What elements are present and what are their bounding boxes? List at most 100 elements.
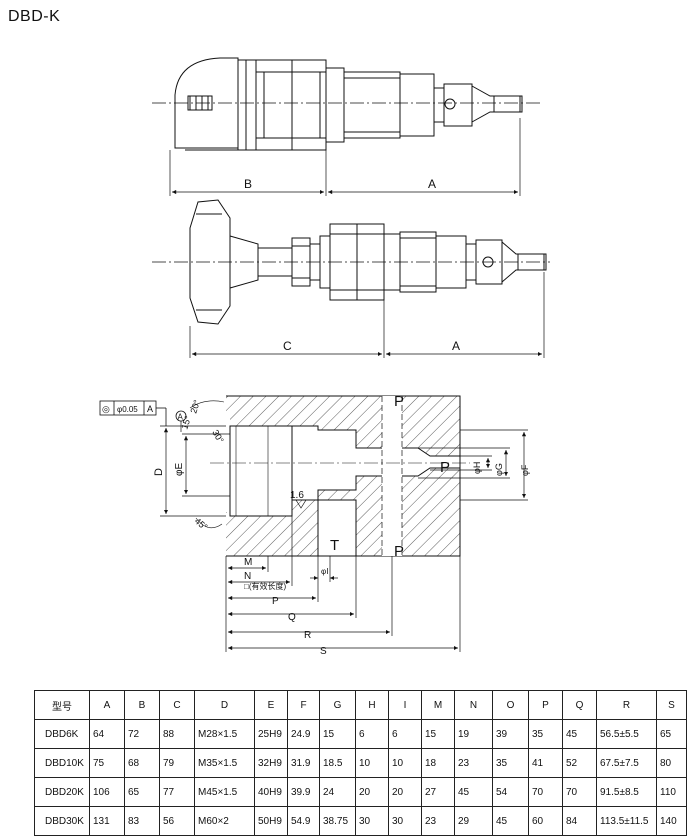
table-cell: 45 (562, 719, 597, 749)
table-cell: 84 (562, 806, 597, 836)
table-cell: 45 (454, 777, 493, 807)
table-cell: 50H9 (254, 806, 288, 836)
model-cell: DBD30K (34, 806, 90, 836)
port-P-bottom: P (394, 543, 404, 560)
table-cell: 70 (562, 777, 597, 807)
table-cell: 6 (388, 719, 422, 749)
angle-20: 20° (188, 398, 202, 414)
port-T: T (330, 537, 339, 554)
angle-45: 45° (193, 516, 210, 533)
table-cell: 15 (319, 719, 356, 749)
roughness-value: 1.6 (290, 490, 304, 501)
table-cell: 45 (492, 806, 529, 836)
table-cell: 32H9 (254, 748, 288, 778)
header-cell: G (319, 690, 356, 720)
table-cell: 106 (89, 777, 125, 807)
header-cell: Q (562, 690, 597, 720)
dim-phiI: φI (321, 567, 328, 576)
datum-label: A (178, 413, 184, 422)
table-cell: M60×2 (194, 806, 255, 836)
header-cell: F (287, 690, 320, 720)
table-cell: 10 (355, 748, 389, 778)
technical-drawing: B A C A (99, 57, 550, 657)
roughness-symbol (295, 499, 307, 509)
dim-P: P (272, 596, 279, 607)
table-cell: M28×1.5 (194, 719, 255, 749)
table-cell: 83 (124, 806, 160, 836)
header-cell: B (124, 690, 160, 720)
table-cell: 29 (454, 806, 493, 836)
valve-view-handwheel (152, 199, 550, 325)
header-cell: D (194, 690, 255, 720)
dim-M: M (244, 557, 252, 568)
port-P-top: P (394, 393, 404, 410)
table-cell: 23 (421, 806, 455, 836)
model-cell: DBD10K (34, 748, 90, 778)
table-cell: 68 (124, 748, 160, 778)
header-cell: O (492, 690, 529, 720)
angle-15: 15° (179, 414, 193, 430)
header-cell: M (421, 690, 455, 720)
dim-phiF: φF (520, 464, 530, 476)
table-cell: 20 (388, 777, 422, 807)
header-cell: R (596, 690, 657, 720)
dimension-right (418, 429, 528, 501)
dim-A-mid: A (452, 339, 460, 353)
header-cell: C (159, 690, 195, 720)
table-cell: 35 (492, 748, 529, 778)
dim-N: N (244, 571, 251, 582)
dim-Q: Q (288, 612, 296, 623)
table-cell: 56 (159, 806, 195, 836)
spec-table: 型号 A B C D E F G H I M N O P Q R S DBD6K… (34, 690, 687, 836)
model-cell: DBD20K (34, 777, 90, 807)
dimension-bottom (225, 516, 461, 652)
table-cell: 30 (388, 806, 422, 836)
table-cell: 65 (124, 777, 160, 807)
model-cell: DBD6K (34, 719, 90, 749)
dim-D: D (153, 468, 165, 476)
table-cell: 88 (159, 719, 195, 749)
dimension-row-1 (169, 118, 521, 196)
table-cell: 110 (656, 777, 687, 807)
dimension-left (160, 425, 230, 517)
table-cell: 75 (89, 748, 125, 778)
table-cell: 79 (159, 748, 195, 778)
table-cell: 18 (421, 748, 455, 778)
drawing-title: DBD-K (8, 8, 61, 25)
dim-A-top: A (428, 177, 436, 191)
table-cell: 91.5±8.5 (596, 777, 657, 807)
table-cell: 23 (454, 748, 493, 778)
table-cell: 54 (492, 777, 529, 807)
table-cell: M35×1.5 (194, 748, 255, 778)
dim-B: B (244, 177, 252, 191)
table-cell: 77 (159, 777, 195, 807)
table-cell: M45×1.5 (194, 777, 255, 807)
table-cell: 24 (319, 777, 356, 807)
angle-30: 30° (210, 428, 226, 445)
table-cell: 39.9 (287, 777, 320, 807)
table-cell: 40H9 (254, 777, 288, 807)
table-cell: 72 (124, 719, 160, 749)
table-cell: 19 (454, 719, 493, 749)
table-cell: 27 (421, 777, 455, 807)
table-cell: 54.9 (287, 806, 320, 836)
table-cell: 24.9 (287, 719, 320, 749)
cavity-section (210, 395, 470, 557)
tolerance-datum: A (147, 404, 153, 414)
table-cell: 56.5±5.5 (596, 719, 657, 749)
table-cell: 67.5±7.5 (596, 748, 657, 778)
table-cell: 41 (528, 748, 563, 778)
table-cell: 15 (421, 719, 455, 749)
dimension-row-2 (189, 272, 545, 358)
tolerance-symbol: ◎ (102, 404, 110, 414)
dim-C: C (283, 339, 292, 353)
table-cell: 10 (388, 748, 422, 778)
table-cell: 64 (89, 719, 125, 749)
table-cell: 6 (355, 719, 389, 749)
dim-phiG: φG (494, 463, 504, 476)
table-cell: 140 (656, 806, 687, 836)
